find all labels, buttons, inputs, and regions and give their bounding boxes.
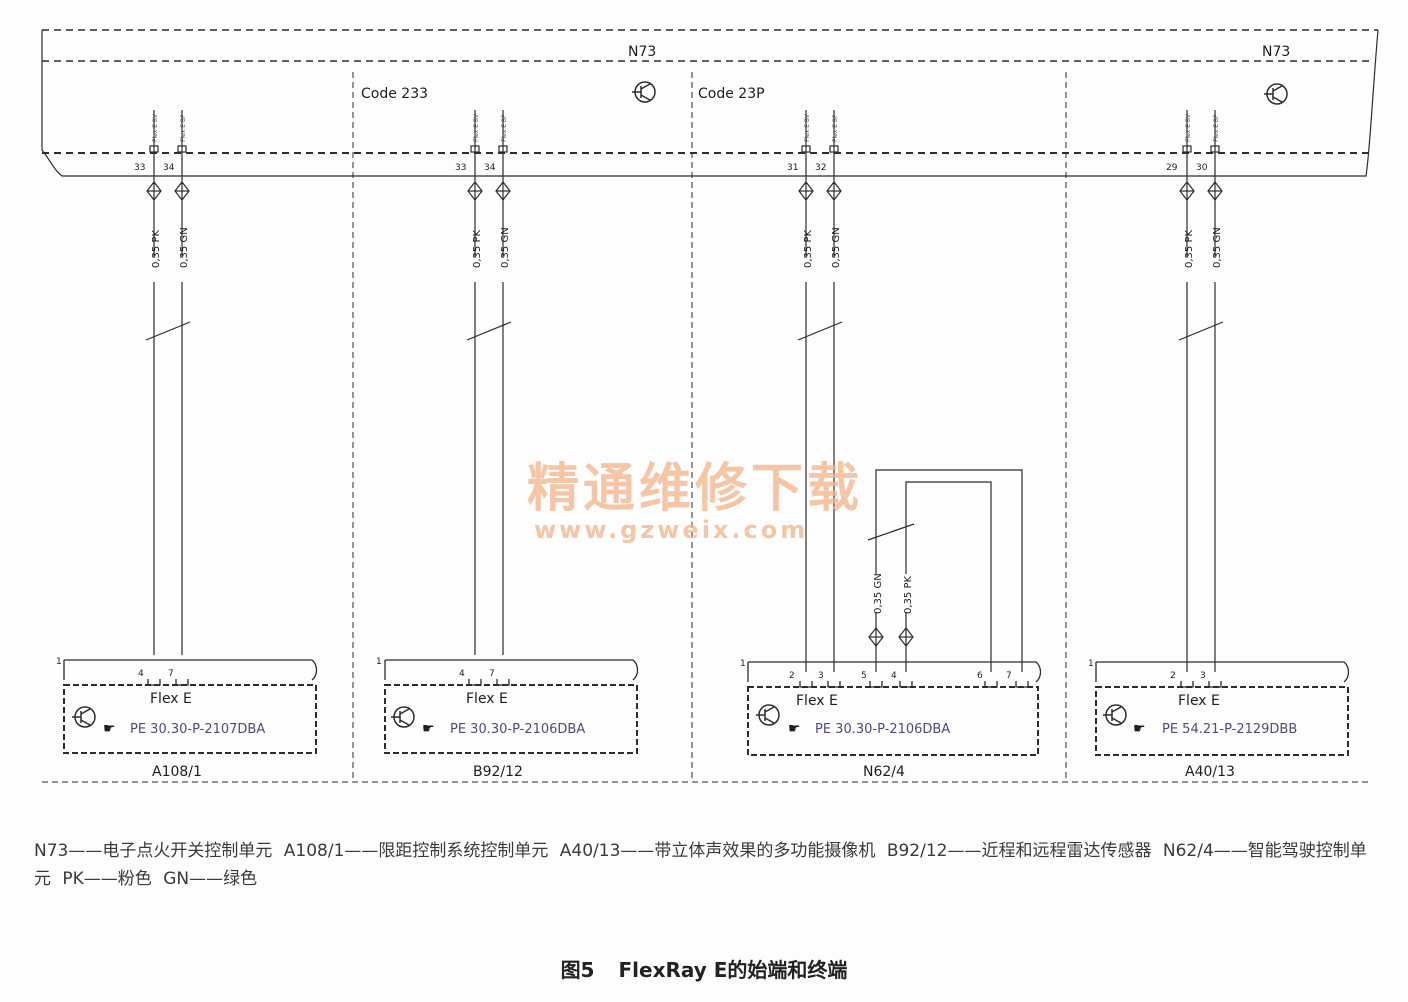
svg-text:5: 5 (861, 671, 867, 681)
control-unit-icon (391, 706, 415, 728)
module-id: N62/4 (863, 764, 905, 780)
svg-text:Flex E BV: Flex E BV (804, 113, 811, 142)
reference-link[interactable]: PE 30.30-P-2106DBA (815, 722, 950, 737)
legend-item: N62/4——智能驾驶控制单元 (34, 841, 1367, 889)
svg-text:Flex E BP: Flex E BP (1213, 114, 1220, 142)
svg-text:7: 7 (489, 669, 495, 679)
wiring-diagram: N73 N73 Code 233 Code 23P 33 34 Flex E B… (41, 29, 1379, 783)
reference-link[interactable]: PE 30.30-P-2106DBA (450, 722, 585, 737)
pointing-hand-icon: ☛ (103, 721, 116, 737)
control-unit-icon (1103, 704, 1127, 726)
control-unit-icon (1264, 83, 1288, 105)
module-id: A40/13 (1185, 764, 1235, 780)
svg-text:29: 29 (1166, 163, 1178, 173)
module-id: A108/1 (152, 764, 202, 780)
figure-title: FlexRay E的始端和终端 (618, 958, 848, 982)
wire-label-gn: 0,35 GN (500, 227, 511, 268)
figure-number: 图5 (560, 958, 595, 982)
svg-text:Flex E BV: Flex E BV (152, 113, 159, 142)
module-b92-12: 1 4 7 Flex E ☛ PE 30.30-P-2106DBA B92/12 (376, 657, 639, 780)
connector-group-a40: 29 30 Flex E BV Flex E BP 0,35 PK 0,35 G… (1166, 110, 1224, 672)
svg-text:33: 33 (455, 163, 466, 173)
wire-label-gn: 0,35 GN (179, 227, 190, 268)
control-unit-icon (756, 704, 780, 726)
connector-group-b92: 33 34 Flex E BV Flex E BP 0,35 PK 0,35 G… (455, 110, 512, 655)
svg-text:7: 7 (1006, 671, 1012, 681)
bus-label: Flex E (466, 691, 508, 707)
svg-text:Flex E BP: Flex E BP (180, 114, 187, 142)
wire-label-pk: 0,35 PK (803, 230, 814, 268)
module-a40-13: 1 2 3 Flex E ☛ PE 54.21-P-2129DBB A40/13 (1088, 659, 1350, 780)
svg-text:2: 2 (789, 671, 795, 681)
connector-group-a108: 33 34 Flex E BV Flex E BP 0,35 PK 0,35 G… (134, 110, 191, 655)
wire-label-gn: 0,35 GN (831, 227, 842, 268)
module-a108-1: 1 4 7 Flex E ☛ PE 30.30-P-2107DBA A108/1 (56, 657, 318, 780)
svg-text:34: 34 (163, 163, 175, 173)
module-id: B92/12 (473, 764, 523, 780)
svg-text:1: 1 (56, 657, 62, 667)
control-unit-icon (632, 81, 656, 103)
unit-label-n73-left: N73 (628, 44, 656, 60)
watermark-title: 精通维修下载 (527, 458, 863, 519)
svg-text:4: 4 (138, 669, 144, 679)
svg-text:1: 1 (1088, 659, 1094, 669)
svg-text:3: 3 (1200, 671, 1206, 681)
code-label-23p: Code 23P (698, 86, 765, 102)
wire-label-pk: 0,35 PK (472, 230, 483, 268)
svg-text:1: 1 (740, 659, 746, 669)
svg-text:3: 3 (818, 671, 824, 681)
svg-text:30: 30 (1196, 163, 1208, 173)
legend-item: A108/1——限距控制系统控制单元 (283, 841, 549, 861)
svg-text:31: 31 (787, 163, 798, 173)
bus-label: Flex E (1178, 693, 1220, 709)
svg-text:33: 33 (134, 163, 145, 173)
wire-label-pk: 0,35 PK (151, 230, 162, 268)
module-n62-4: 1 2 3 5 4 6 7 Flex E ☛ PE 30.30-P-2106DB… (740, 659, 1042, 780)
legend-item: PK——粉色 (62, 869, 152, 889)
wire-label-gn: 0,35 GN (873, 573, 884, 614)
wire-label-pk: 0,35 PK (1184, 230, 1195, 268)
bus-label: Flex E (150, 691, 192, 707)
unit-label-n73-right: N73 (1262, 44, 1290, 60)
svg-text:7: 7 (168, 669, 174, 679)
svg-text:34: 34 (484, 163, 496, 173)
legend-item: B92/12——近程和远程雷达传感器 (886, 841, 1152, 861)
legend: N73——电子点火开关控制单元 A108/1——限距控制系统控制单元 A40/1… (34, 837, 1384, 893)
svg-text:Flex E BP: Flex E BP (832, 114, 839, 142)
svg-text:32: 32 (815, 163, 826, 173)
svg-text:4: 4 (459, 669, 465, 679)
wire-label-pk: 0,35 PK (903, 576, 914, 614)
watermark-url: www.gzweix.com (534, 516, 808, 544)
bus-label: Flex E (796, 693, 838, 709)
pointing-hand-icon: ☛ (422, 721, 435, 737)
reference-link[interactable]: PE 54.21-P-2129DBB (1162, 722, 1297, 737)
svg-text:6: 6 (977, 671, 983, 681)
pointing-hand-icon: ☛ (788, 721, 801, 737)
control-unit-icon (72, 706, 96, 728)
legend-item: GN——绿色 (163, 869, 258, 889)
wire-label-gn: 0,35 GN (1212, 227, 1223, 268)
svg-text:Flex E BV: Flex E BV (1185, 113, 1192, 142)
figure-caption: 图5 FlexRay E的始端和终端 (0, 954, 1408, 983)
connector-group-n62: 31 32 Flex E BV Flex E BP 0,35 PK 0,35 G… (787, 110, 1023, 672)
legend-item: N73——电子点火开关控制单元 (34, 841, 273, 861)
svg-text:Flex E BP: Flex E BP (501, 114, 508, 142)
svg-text:1: 1 (376, 657, 382, 667)
code-label-233: Code 233 (361, 86, 428, 102)
svg-text:Flex E BV: Flex E BV (473, 113, 480, 142)
svg-text:4: 4 (891, 671, 897, 681)
reference-link[interactable]: PE 30.30-P-2107DBA (130, 722, 265, 737)
legend-item: A40/13——带立体声效果的多功能摄像机 (559, 841, 876, 861)
pointing-hand-icon: ☛ (1133, 721, 1146, 737)
svg-text:2: 2 (1170, 671, 1176, 681)
